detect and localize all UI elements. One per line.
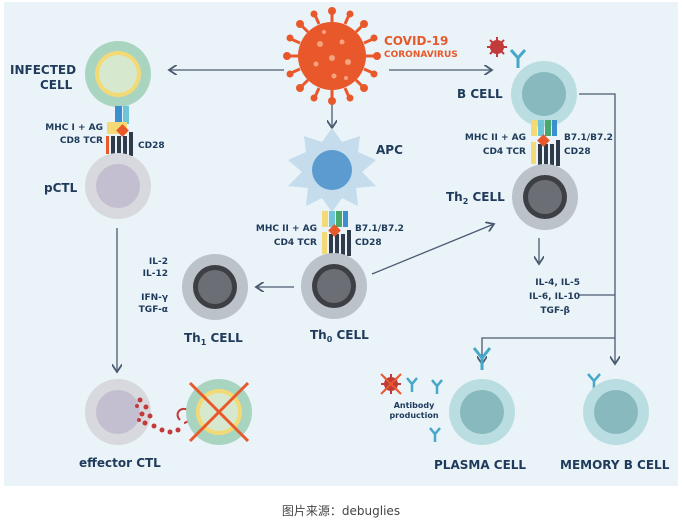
b-cell xyxy=(511,61,577,127)
cytokine-il6-il10: IL-6, IL-10 xyxy=(529,292,580,302)
immune-response-diagram: COVID-19 CORONAVIRUS INFECTED CELL MHC I… xyxy=(10,7,670,472)
receptor-complex-right xyxy=(531,120,560,166)
cd28-label-left: CD28 xyxy=(138,141,165,151)
memory-b-cell xyxy=(583,379,649,445)
arrow-th0-to-th2 xyxy=(371,224,494,275)
coronavirus xyxy=(283,7,381,105)
antibody-production-line1: Antibody xyxy=(394,401,435,410)
virus-particle-small xyxy=(487,37,507,57)
virus-title: COVID-19 xyxy=(384,34,448,48)
cytokine-il4-il5: IL-4, IL-5 xyxy=(535,278,580,288)
effector-ctl-label: effector CTL xyxy=(79,456,161,470)
cytokine-il12: IL-12 xyxy=(143,269,168,279)
mhc2-ag-right-label: MHC II + AG xyxy=(465,133,526,143)
cd28-right-label: CD28 xyxy=(564,147,591,157)
cd4-tcr-right-label: CD4 TCR xyxy=(483,147,526,157)
antibody-icon-1 xyxy=(406,377,418,392)
plasma-cell xyxy=(449,379,515,445)
virus-subtitle: CORONAVIRUS xyxy=(384,50,458,60)
infected-cell xyxy=(85,41,151,107)
antibody-icon-3 xyxy=(429,427,441,442)
b-cell-label: B CELL xyxy=(457,87,503,101)
pctl-label: pCTL xyxy=(44,181,78,195)
cd4-tcr-center-label: CD4 TCR xyxy=(274,238,317,248)
th0-cell xyxy=(301,253,367,319)
cytokine-tgf-alpha: TGF-α xyxy=(139,305,168,315)
granule-dots xyxy=(135,397,181,435)
plasma-cell-label: PLASMA CELL xyxy=(434,458,526,472)
th2-label: Th2 CELL xyxy=(446,190,505,206)
arrow-bcell-to-memory xyxy=(579,93,615,364)
th1-cell xyxy=(182,254,248,320)
receptor-complex-left xyxy=(106,106,133,156)
arrow-to-plasma xyxy=(482,337,615,364)
cytokine-tgf-beta: TGF-β xyxy=(540,306,570,316)
diagram-panel: COVID-19 CORONAVIRUS INFECTED CELL MHC I… xyxy=(4,2,678,486)
th2-cell xyxy=(512,164,578,230)
th1-label: Th1 CELL xyxy=(184,331,243,347)
infected-cell-label-line1: INFECTED xyxy=(10,63,76,77)
apc-label: APC xyxy=(376,143,403,157)
connectors xyxy=(117,70,615,372)
cytokine-il2: IL-2 xyxy=(149,257,168,267)
mhc2-ag-center-label: MHC II + AG xyxy=(256,224,317,234)
cd28-center-label: CD28 xyxy=(355,238,382,248)
antibody-production-line2: production xyxy=(389,411,438,420)
receptor-complex-center xyxy=(322,211,351,256)
antibody-icon-2 xyxy=(431,379,443,394)
apc-cell xyxy=(288,128,376,212)
image-source-caption: 图片来源：debuglies xyxy=(281,504,401,518)
mhc1-ag-label: MHC I + AG xyxy=(45,123,103,133)
b7-center-label: B7.1/B7.2 xyxy=(355,224,404,234)
effector-ctl-cell xyxy=(85,379,151,445)
cytokine-ifn-gamma: IFN-γ xyxy=(141,293,168,303)
b7-right-label: B7.1/B7.2 xyxy=(564,133,613,143)
cd8-tcr-label: CD8 TCR xyxy=(60,136,103,146)
virus-particle-crossed xyxy=(380,373,402,395)
pctl-cell xyxy=(85,153,151,219)
destroyed-infected-cell xyxy=(186,379,252,445)
th0-label: Th0 CELL xyxy=(310,328,369,344)
infected-cell-label-line2: CELL xyxy=(40,78,73,92)
memory-b-cell-label: MEMORY B CELL xyxy=(560,458,670,472)
antibody-icon-bcell xyxy=(509,49,527,68)
antibody-icon-plasma-top xyxy=(472,347,492,370)
